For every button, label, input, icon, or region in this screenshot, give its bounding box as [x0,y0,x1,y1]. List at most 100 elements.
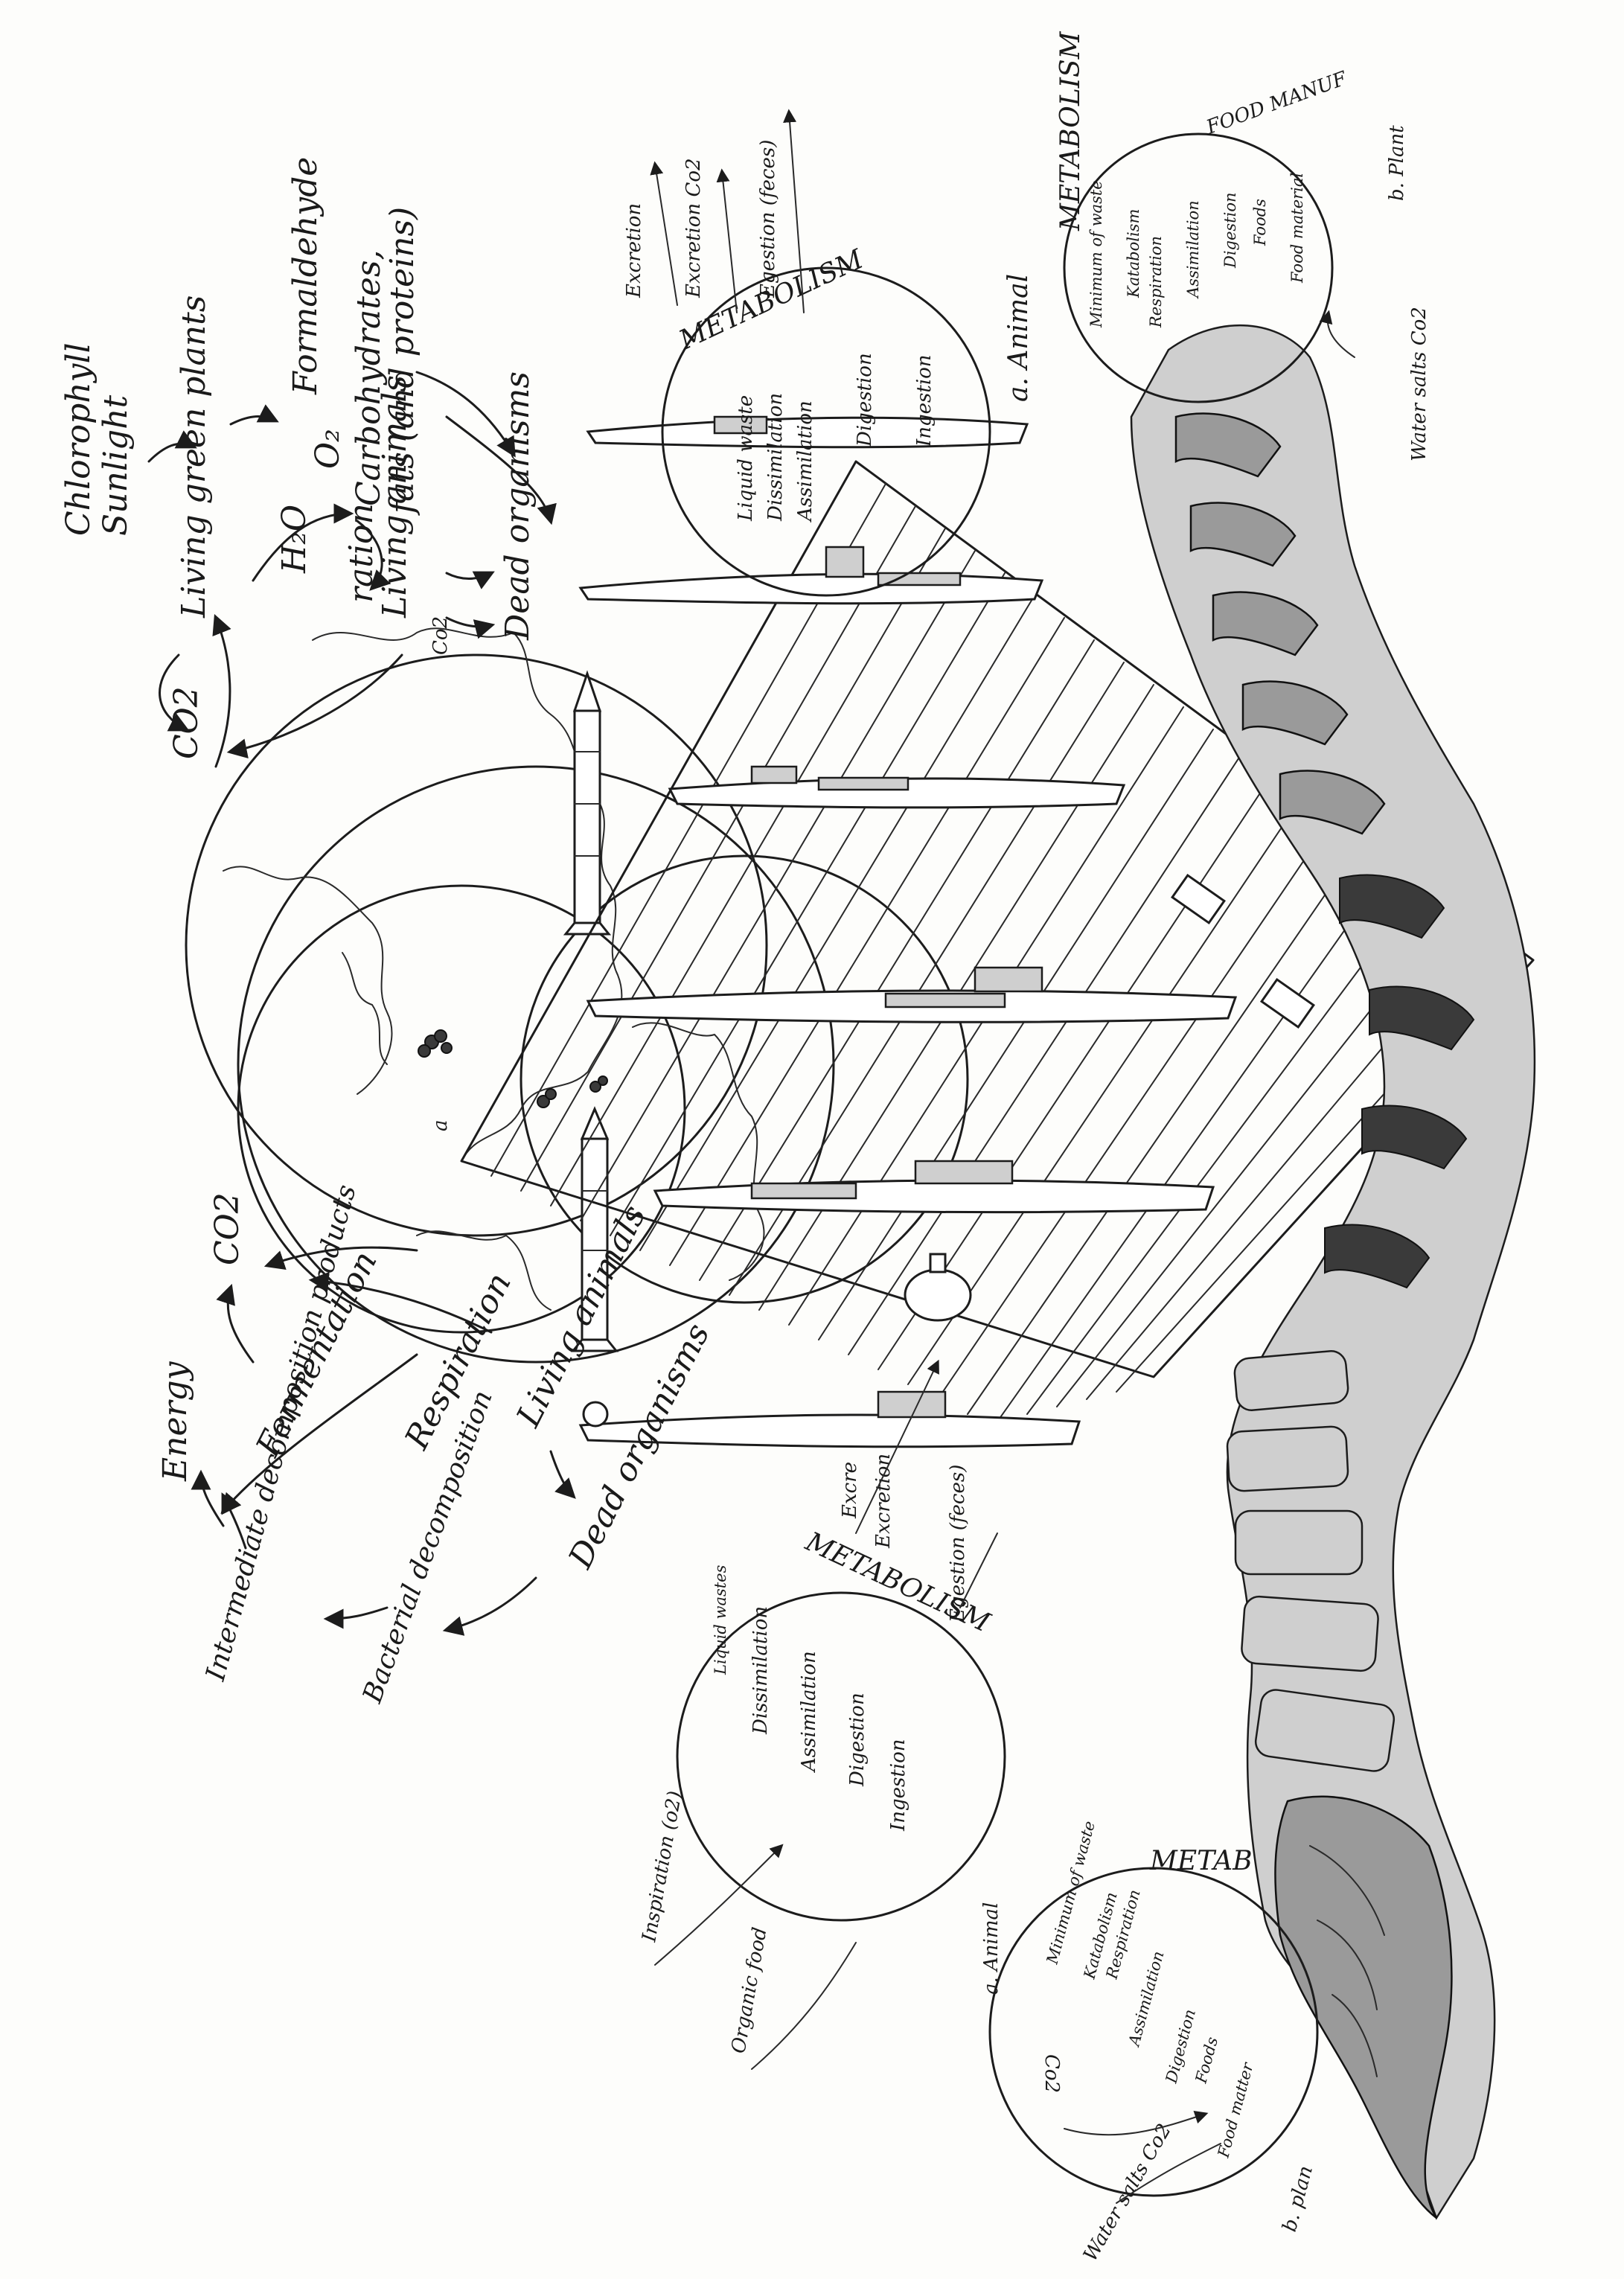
arrow [445,616,496,639]
continent-outline [312,627,623,1162]
egestion-label: Egestion (feces) [757,140,779,298]
dead-organisms-label: Dead organisms [499,371,537,641]
respiration-label: Respiration [1147,236,1165,328]
animal-caption: a. Animal [1003,274,1034,402]
metabolism-circle [676,1591,1006,1922]
rocket-upper [563,670,612,936]
egestion-label: Egestion (feces) [947,1465,969,1623]
arrow [252,503,354,582]
globe-label: Co2 [429,616,452,655]
katabolism-label: Katabolism [1125,209,1142,298]
dissimilation-label: Dissimilation [749,1606,772,1735]
arrow [445,571,495,589]
digestion-label: Digestion [854,353,876,447]
o2-label: O₂ [309,429,347,469]
arrow [229,404,279,426]
plant-caption: b. plan [1279,2164,1317,2234]
globe-right-circle [520,854,969,1304]
metabolism-animal-top: METABOLISM a. Animal Excretion Excretion… [623,109,1034,597]
h2o-label: H₂O [275,505,313,574]
foods-label: Foods [1251,199,1269,246]
energy-label: Energy [156,1361,194,1482]
arrow [323,1606,389,1629]
food-material-label: Food material [1288,173,1306,284]
food-matter-label: Food matter [1214,2059,1257,2160]
arrow [226,653,403,758]
arrow [442,1576,537,1636]
minimum-waste-label: Minimum of waste [1087,180,1105,328]
vessel [578,546,1044,605]
arrow [220,1353,418,1515]
arrow [263,1246,418,1270]
water-salts-label: Water salts Co2 [1079,2120,1176,2266]
ingestion-label: Ingestion [887,1739,909,1832]
globe-inner-circle [237,884,686,1334]
metabolism-animal-bottom: METABOLISM a. Animal Excre Excretion Ege… [638,1359,1006,2070]
globe: Co2 a [185,616,969,1364]
metabolism-circle [1063,132,1334,403]
digestion-label: Digestion [846,1693,869,1787]
co2-label: Co2 [1040,2054,1063,2093]
carbon-cycle-bottom: CO2 Energy Fermentation Respiration Livi… [156,1182,717,1708]
arrow [221,1492,247,1550]
assimilation-label: Assimilation [798,1651,820,1773]
metabolism-circle [988,1867,1319,2197]
foods-label: Foods [1192,2035,1221,2085]
excretion-label: Excretion [623,203,645,298]
tree-cluster [418,1029,608,1108]
arrow [216,1283,255,1364]
excretion-co2-label: Excretion Co2 [682,158,705,298]
continent-outline [416,1230,552,1311]
formaldehyde-label: Formaldehyde [287,157,325,395]
ingestion-label: Ingestion [913,354,936,447]
sunlight-label: Sunlight [97,395,135,536]
vessel [578,1390,1081,1448]
living-animals-label: Living animals [376,375,414,619]
continent-outline [342,952,388,1065]
carbohydrates-label: Carbohydrates, [350,249,388,506]
spine [1130,324,1536,2220]
arrow [191,1469,225,1527]
continent-outline [223,866,393,1095]
chlorophyll-label: Chlorophyll [60,342,97,536]
small-capsule [904,1268,972,1322]
spine-column [1130,324,1536,2220]
assimilation-label: Assimilation [1184,200,1202,299]
living-green-plants-label: Living green plants [175,295,213,619]
arrow [549,1450,576,1499]
vessel [653,1160,1215,1214]
plant-caption: b. Plant [1386,125,1408,201]
globe-label: a [429,1119,452,1131]
inspiration-label: Inspiration (o2) [638,1789,686,1944]
liquid-waste-label: Liquid waste [735,395,757,522]
metabolism-title: METABOLISM [1055,31,1086,231]
respiration-fragment-label: ration [342,503,380,603]
arrow [212,613,231,768]
globe-outer-circle [185,653,768,1237]
arrow [159,653,190,732]
excretion2-label: Excretion [872,1454,895,1549]
dead-organisms-bottom-label: Dead organisms [561,1317,717,1575]
digestion-label: Digestion [1221,192,1239,269]
assimilation-label: Assimilation [1125,1949,1168,2049]
co2-label: CO2 [167,686,205,759]
arrow [356,520,391,591]
fats-proteins-label: fats (and proteins) [383,207,421,516]
metabolism-circle [661,266,991,597]
arrow [445,415,557,525]
arrow [147,430,197,463]
globe-front-circle [237,765,835,1364]
continent-outline [632,1022,765,1281]
metabolism-title: METAB [1149,1846,1253,1876]
water-salts-label: Water salts Co2 [1408,307,1430,461]
assimilation-label: Assimilation [794,400,816,522]
vessel [586,415,1029,449]
arrow [308,1271,493,1334]
food-manuf-label: FOOD MANUF [1203,67,1350,139]
vessel [668,765,1126,809]
arrow [415,371,516,458]
carbon-cycle-top: Chlorophyll Sunlight Living green plants… [60,157,557,768]
rocket-lower [570,1106,619,1352]
